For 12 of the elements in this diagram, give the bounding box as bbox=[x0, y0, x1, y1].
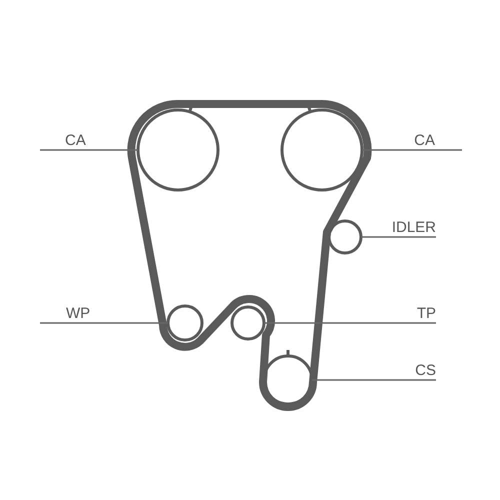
part-label: IDLER bbox=[392, 220, 436, 235]
leader-line bbox=[312, 379, 436, 381]
part-label: CA bbox=[65, 133, 86, 148]
leader-line bbox=[40, 322, 168, 324]
leader-line bbox=[40, 149, 138, 151]
leader-line bbox=[361, 236, 436, 238]
leader-line bbox=[264, 322, 436, 324]
part-label: WP bbox=[66, 306, 90, 321]
part-label: CA bbox=[414, 133, 435, 148]
leader-line bbox=[362, 149, 462, 151]
part-label: TP bbox=[416, 306, 436, 321]
part-label: CS bbox=[415, 363, 436, 378]
